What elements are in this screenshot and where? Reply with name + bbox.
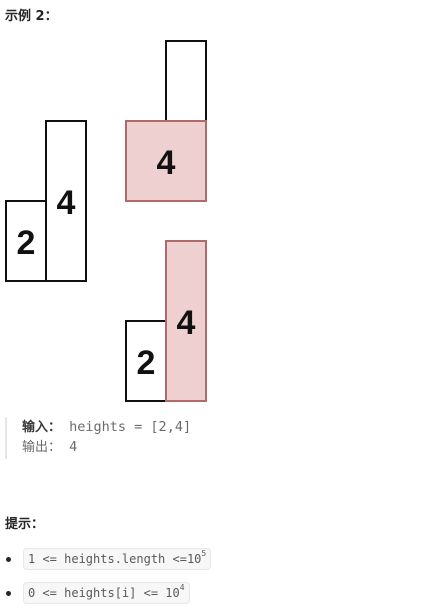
option-top: 4	[125, 40, 207, 202]
hint-code-exponent: 4	[179, 583, 185, 592]
input-label: 输入：	[22, 420, 62, 435]
hints-heading: 提示：	[5, 517, 45, 532]
output-line: 输出： 4	[22, 437, 265, 457]
option-bottom-short-label: 2	[137, 344, 156, 382]
input-value: heights = [2,4]	[69, 419, 192, 435]
bar-2-label: 2	[17, 224, 36, 262]
bar-4-label: 4	[57, 184, 76, 222]
hint-code-text: 0 <= heights[i] <= 10	[28, 586, 180, 600]
option-top-label: 4	[157, 144, 176, 182]
option-bottom-tall-highlight	[165, 240, 207, 402]
output-label: 输出：	[22, 440, 62, 455]
bullet-icon	[6, 556, 11, 562]
example-io-block: 输入： heights = [2,4] 输出： 4	[5, 417, 265, 459]
bar-4	[45, 120, 87, 282]
output-value: 4	[69, 439, 78, 455]
histogram-figure: 2 4 4 2 4	[5, 40, 207, 402]
hint-code-text: 1 <= heights.length <=10	[28, 552, 202, 566]
hint-code-exponent: 5	[201, 549, 207, 558]
option-top-highlight	[125, 120, 207, 202]
option-top-empty-cell	[165, 40, 207, 122]
option-bottom: 2 4	[125, 240, 207, 402]
original-histogram: 2 4	[5, 120, 87, 282]
option-bottom-tall-label: 4	[177, 304, 196, 342]
bullet-icon	[6, 590, 11, 596]
input-line: 输入： heights = [2,4]	[22, 417, 265, 437]
example-heading: 示例 2：	[5, 9, 58, 24]
